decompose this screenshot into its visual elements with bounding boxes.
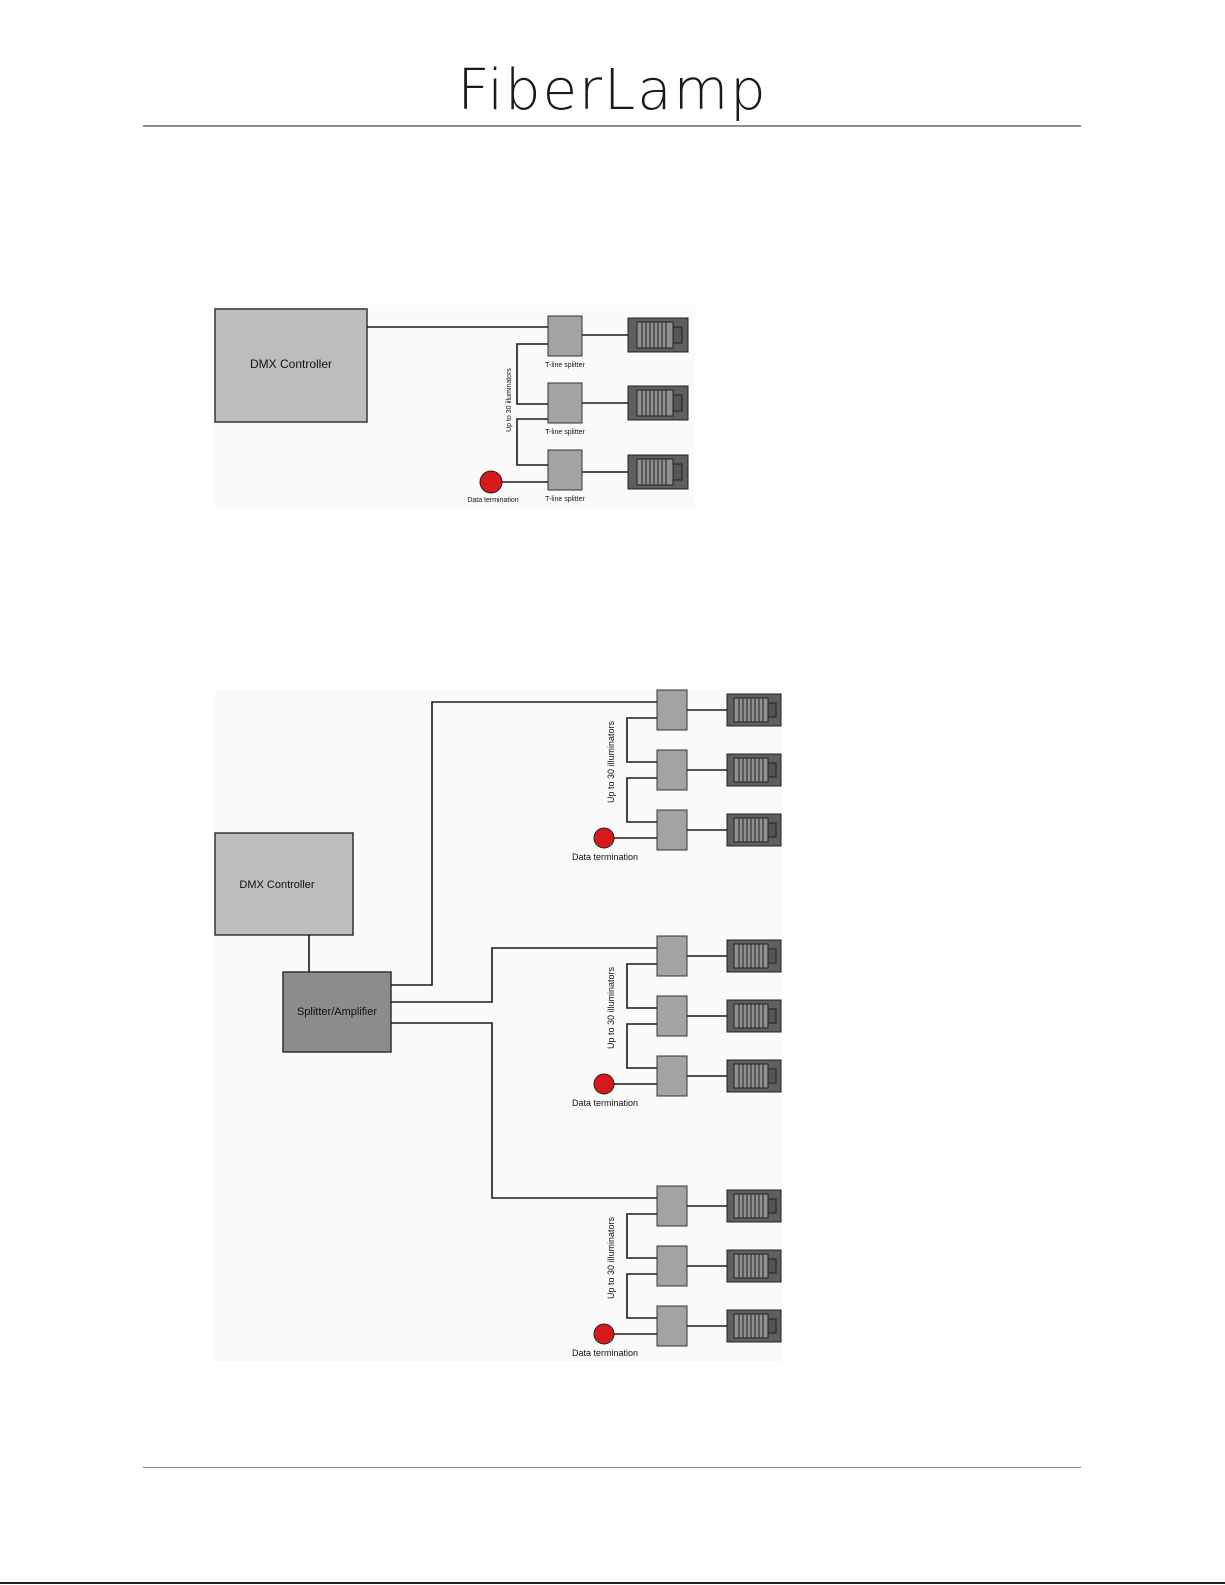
chain-length-label: Up to 30 illuminators — [506, 368, 513, 432]
illuminator-icon — [727, 694, 781, 726]
chain-length-label: Up to 30 illuminators — [606, 720, 616, 803]
illuminator-icon — [727, 754, 781, 786]
data-termination-icon — [594, 828, 614, 848]
t-line-splitter — [548, 316, 582, 356]
illuminator-icon — [628, 455, 688, 489]
dmx-amplified-branches-diagram: DMX Controller Splitter/Amplifier Up to … — [215, 690, 783, 1362]
chain-length-label: Up to 30 illuminators — [606, 966, 616, 1049]
data-termination-label: Data termination — [572, 1098, 638, 1108]
illuminator-icon — [727, 1190, 781, 1222]
fiberlamp-logo: FiberLamp — [0, 58, 1225, 123]
data-termination-icon — [480, 471, 502, 493]
t-line-splitter — [657, 996, 687, 1036]
dmx-single-chain-diagram: DMX Controller T-line splitter T-line sp… — [215, 305, 695, 509]
data-termination-icon — [594, 1074, 614, 1094]
illuminator-icon — [628, 386, 688, 420]
illuminator-icon — [628, 318, 688, 352]
diagram1-cables — [367, 327, 628, 482]
t-line-splitter — [548, 383, 582, 423]
illuminator-branch: Up to 30 illuminators Data termination — [572, 936, 781, 1108]
illuminator-branch: Up to 30 illuminators Data termination — [572, 690, 781, 862]
t-line-splitter — [657, 1306, 687, 1346]
t-line-splitter — [657, 750, 687, 790]
dmx-controller-label: DMX Controller — [250, 357, 332, 371]
illuminator-icon — [727, 1060, 781, 1092]
footer-rule — [143, 1467, 1081, 1468]
t-line-splitter — [657, 1246, 687, 1286]
data-termination-label: Data termination — [467, 497, 518, 504]
t-line-splitter — [548, 450, 582, 490]
splitter-amplifier-label: Splitter/Amplifier — [297, 1006, 377, 1018]
t-line-splitter-label: T-line splitter — [545, 496, 585, 503]
illuminator-icon — [727, 940, 781, 972]
t-line-splitter — [657, 810, 687, 850]
chain-length-label: Up to 30 illuminators — [606, 1216, 616, 1299]
t-line-splitter — [657, 1056, 687, 1096]
illuminator-icon — [727, 1310, 781, 1342]
t-line-splitter — [657, 690, 687, 730]
t-line-splitter-label: T-line splitter — [545, 362, 585, 369]
data-termination-label: Data termination — [572, 852, 638, 862]
illuminator-icon — [727, 814, 781, 846]
dmx-controller-label: DMX Controller — [239, 879, 315, 891]
illuminator-icon — [727, 1250, 781, 1282]
t-line-splitter — [657, 1186, 687, 1226]
illuminator-icon — [727, 1000, 781, 1032]
diagram2-svg: DMX Controller Splitter/Amplifier Up to … — [215, 690, 783, 1362]
header-rule — [143, 125, 1081, 127]
diagram1-svg: DMX Controller T-line splitter T-line sp… — [215, 305, 695, 509]
page-edge-rule — [0, 1582, 1225, 1584]
t-line-splitter-label: T-line splitter — [545, 429, 585, 436]
t-line-splitter — [657, 936, 687, 976]
diagram2-trunk-cables — [309, 702, 657, 1198]
data-termination-label: Data termination — [572, 1348, 638, 1358]
data-termination-icon — [594, 1324, 614, 1344]
illuminator-branch: Up to 30 illuminators Data termination — [572, 1186, 781, 1358]
